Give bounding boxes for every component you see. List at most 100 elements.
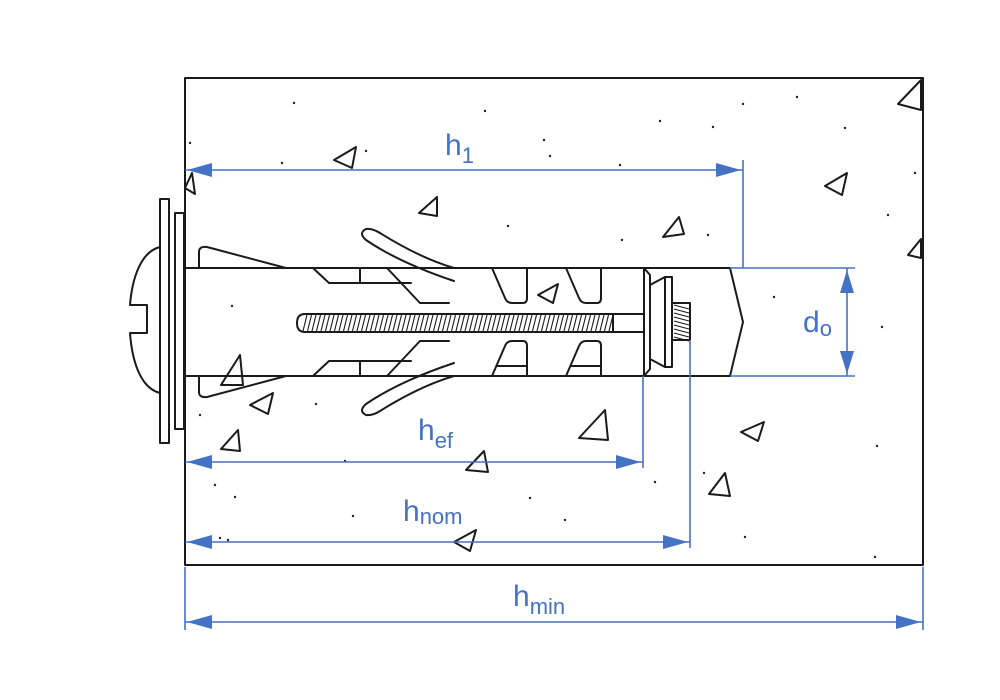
aggregate-triangle (249, 392, 274, 415)
nut-thread-line (673, 304, 690, 310)
bolt-thread-line (329, 314, 335, 332)
bolt-thread-line (419, 314, 425, 332)
bolt-thread-line (585, 314, 592, 332)
nut-thread-line (673, 308, 690, 314)
h1-label: h1 (445, 129, 474, 168)
bolt-thread-line (396, 314, 403, 332)
h1-arrow-left (187, 163, 212, 177)
bolt-thread-line (423, 314, 430, 332)
aggregate-triangle (578, 409, 609, 441)
bolt-thread-line (414, 314, 421, 332)
bolt-thread-line (504, 314, 511, 332)
aggregate-triangle (220, 429, 241, 452)
bolt-thread-line (392, 314, 398, 332)
bolt-thread-line (500, 314, 506, 332)
bolt-thread-line (324, 314, 331, 332)
dimension-lines (184, 160, 924, 630)
bolt-thread-line (563, 314, 569, 332)
bolt-thread-line (401, 314, 407, 332)
hef-arrow-left (187, 455, 212, 469)
aggregate-triangle (662, 216, 685, 238)
bolt-thread-line (527, 314, 533, 332)
hmin-label: hmin (513, 580, 565, 619)
h1-arrow-right (716, 163, 741, 177)
bolt-thread-line (536, 314, 542, 332)
bolt-thread-line (491, 314, 497, 332)
aggregate-triangle (740, 421, 765, 442)
hnom-arrow-left (187, 535, 212, 549)
bolt-thread-line (437, 314, 443, 332)
bolt-thread-line (441, 314, 448, 332)
aggregate-triangle (537, 283, 559, 304)
aggregate-triangle (453, 529, 477, 552)
bolt-thread-line (410, 314, 416, 332)
bolt-thread-line (378, 314, 385, 332)
threaded-bolt (296, 313, 645, 333)
nut-thread-line (673, 324, 690, 330)
bolt-thread-line (486, 314, 493, 332)
screw-head (129, 246, 161, 394)
hnom-arrow-right (663, 535, 688, 549)
aggregate-triangle (418, 196, 438, 217)
aggregate-triangle (333, 146, 357, 169)
bolt-thread-line (576, 314, 583, 332)
bolt-thread-line (599, 314, 605, 332)
aggregate-triangle (184, 172, 196, 195)
hmin-arrow-left (187, 615, 212, 629)
washer-inner (174, 212, 185, 430)
nut-thread-line (673, 328, 690, 334)
do-label: do (803, 306, 832, 341)
bolt-thread-line (455, 314, 461, 332)
bolt-thread-line (338, 314, 344, 332)
bolt-thread-line (590, 314, 596, 332)
bolt-thread-line (450, 314, 457, 332)
bolt-thread-line (581, 314, 587, 332)
bolt-thread-line (522, 314, 529, 332)
bolt-thread-line (477, 314, 484, 332)
do-arrow-top (840, 270, 854, 293)
aggregate-marks (184, 79, 922, 552)
bolt-thread-line (405, 314, 412, 332)
bolt-thread-line (608, 314, 614, 332)
bolt-thread-line (482, 314, 488, 332)
bolt-thread-line (594, 314, 601, 332)
aggregate-triangle (907, 238, 922, 259)
bolt-thread-line (509, 314, 515, 332)
bolt-thread-line (518, 314, 524, 332)
bolt-thread-line (572, 314, 578, 332)
nut-thread-line (673, 336, 690, 342)
bolt-thread-line (428, 314, 434, 332)
bolt-thread-line (311, 314, 317, 332)
bolt-thread-line (513, 314, 520, 332)
bolt-thread-line (342, 314, 349, 332)
bolt-thread-line (464, 314, 470, 332)
bolt-thread-line (387, 314, 394, 332)
bolt-thread-line (374, 314, 380, 332)
bolt-thread-line (459, 314, 466, 332)
bolt-thread-line (432, 314, 439, 332)
bolt-thread-line (567, 314, 574, 332)
bolt-thread-line (495, 314, 502, 332)
bolt-thread-line (369, 314, 376, 332)
bolt-thread-line (333, 314, 340, 332)
washer-outer (159, 198, 170, 444)
bolt-thread-line (558, 314, 565, 332)
bolt-thread-line (468, 314, 475, 332)
bolt-thread-line (383, 314, 389, 332)
aggregate-specks (188, 95, 917, 559)
bolt-thread-line (360, 314, 367, 332)
bolt-thread-line (356, 314, 362, 332)
drill-hole (184, 267, 744, 377)
aggregate-triangle (220, 354, 244, 386)
bolt-thread-line (446, 314, 452, 332)
bolt-thread-line (306, 314, 313, 332)
bolt-thread-line (545, 314, 551, 332)
bolt-thread-line (531, 314, 538, 332)
bolt-thread-line (549, 314, 556, 332)
bolt-thread-line (554, 314, 560, 332)
nut-thread-line (673, 332, 690, 338)
hef-arrow-right (616, 455, 641, 469)
bolt-thread-line (315, 314, 322, 332)
